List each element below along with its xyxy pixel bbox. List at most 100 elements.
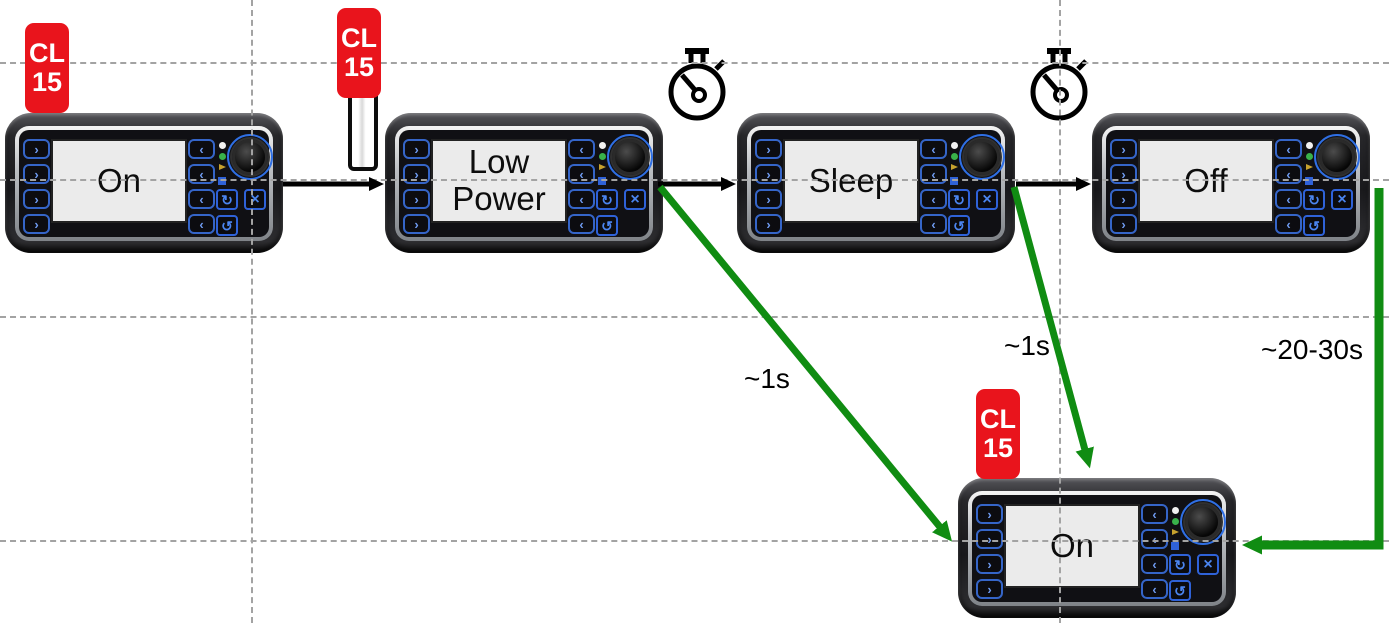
left-softkey-column: › › › ›	[976, 504, 1003, 599]
terminal-screen: Low Power	[431, 139, 567, 223]
chevron-left-softkey-icon: ‹	[188, 139, 215, 159]
amber-indicator-icon	[598, 164, 606, 170]
chevron-left-softkey-icon: ‹	[568, 214, 595, 234]
power-state-label: Low Power	[452, 143, 546, 217]
undo-key-icon: ↺	[1169, 580, 1191, 601]
left-softkey-column: › › › ›	[755, 139, 782, 234]
badge-line: 15	[343, 52, 375, 82]
badge-line: 15	[31, 67, 63, 97]
chevron-right-softkey-icon: ›	[976, 529, 1003, 549]
chevron-right-softkey-icon: ›	[976, 579, 1003, 599]
gridline-horizontal	[0, 316, 1389, 318]
chevron-left-softkey-icon: ‹	[568, 189, 595, 209]
cl15-ignition-badge: CL 15	[25, 23, 69, 113]
gridline-vertical	[251, 0, 253, 623]
undo-key-icon: ↺	[1303, 215, 1325, 236]
status-led-icon	[598, 153, 606, 160]
control-terminal: › › › › Low Power ‹ ‹ ‹ ‹ ↻ × ↺	[385, 113, 663, 253]
rotary-knob-icon	[1314, 134, 1360, 180]
chevron-right-softkey-icon: ›	[1110, 164, 1137, 184]
undo-key-icon: ↺	[216, 215, 238, 236]
chevron-right-softkey-icon: ›	[403, 139, 430, 159]
refresh-key-icon: ↻	[596, 189, 618, 210]
power-led-icon	[218, 142, 226, 149]
transition-label-low-power-to-on: ~1s	[744, 363, 790, 394]
chevron-left-softkey-icon: ‹	[920, 189, 947, 209]
chevron-right-softkey-icon: ›	[976, 504, 1003, 524]
blue-indicator-icon	[1171, 542, 1179, 550]
cl15-ignition-badge: CL 15	[337, 8, 381, 98]
amber-indicator-icon	[218, 164, 226, 170]
status-led-icon	[218, 153, 226, 160]
rotary-knob-icon	[227, 134, 273, 180]
device-state-on: › › › › On ‹ ‹ ‹ ‹ ↻ × ↺	[5, 113, 283, 253]
device-state-sleep: › › › › Sleep ‹ ‹ ‹ ‹ ↻ × ↺	[737, 113, 1015, 253]
control-terminal: › › › › Off ‹ ‹ ‹ ‹ ↻ × ↺	[1092, 113, 1370, 253]
chevron-left-softkey-icon: ‹	[1141, 554, 1168, 574]
status-led-column	[1303, 142, 1315, 185]
chevron-right-softkey-icon: ›	[23, 214, 50, 234]
rotary-knob-cap	[1185, 504, 1221, 540]
chevron-right-softkey-icon: ›	[23, 139, 50, 159]
chevron-left-softkey-icon: ‹	[1141, 504, 1168, 524]
cl15-ignition-badge: CL 15	[976, 389, 1020, 479]
control-terminal: › › › › Sleep ‹ ‹ ‹ ‹ ↻ × ↺	[737, 113, 1015, 253]
right-softkey-column: ‹ ‹ ‹ ‹	[568, 139, 595, 234]
right-softkey-column: ‹ ‹ ‹ ‹	[920, 139, 947, 234]
status-led-column	[1169, 507, 1181, 550]
rotary-knob-icon	[607, 134, 653, 180]
chevron-right-softkey-icon: ›	[403, 214, 430, 234]
terminal-screen: On	[51, 139, 187, 223]
rotary-knob-cap	[612, 139, 648, 175]
status-led-column	[948, 142, 960, 185]
chevron-left-softkey-icon: ‹	[1275, 189, 1302, 209]
chevron-left-softkey-icon: ‹	[568, 139, 595, 159]
gridline-horizontal	[0, 62, 1389, 64]
chevron-right-softkey-icon: ›	[755, 139, 782, 159]
chevron-left-softkey-icon: ‹	[188, 164, 215, 184]
refresh-key-icon: ↻	[948, 189, 970, 210]
chevron-right-softkey-icon: ›	[403, 164, 430, 184]
blue-indicator-icon	[950, 177, 958, 185]
gridline-horizontal	[0, 540, 1389, 542]
chevron-left-softkey-icon: ‹	[1275, 164, 1302, 184]
close-key-icon: ×	[976, 189, 998, 210]
power-led-icon	[950, 142, 958, 149]
chevron-right-softkey-icon: ›	[755, 164, 782, 184]
gridline-vertical	[1059, 0, 1061, 623]
chevron-right-softkey-icon: ›	[23, 189, 50, 209]
transition-label-off-to-on: ~20-30s	[1261, 334, 1363, 365]
terminal-screen: Off	[1138, 139, 1274, 223]
blue-indicator-icon	[218, 177, 226, 185]
badge-line: CL	[980, 403, 1016, 434]
power-led-icon	[1171, 507, 1179, 514]
refresh-key-icon: ↻	[1169, 554, 1191, 575]
chevron-right-softkey-icon: ›	[755, 189, 782, 209]
chevron-right-softkey-icon: ›	[23, 164, 50, 184]
transition-label-sleep-to-on: ~1s	[1004, 330, 1050, 361]
right-softkey-column: ‹ ‹ ‹ ‹	[188, 139, 215, 234]
chevron-left-softkey-icon: ‹	[568, 164, 595, 184]
amber-indicator-icon	[1305, 164, 1313, 170]
close-key-icon: ×	[1197, 554, 1219, 575]
close-key-icon: ×	[244, 189, 266, 210]
chevron-left-softkey-icon: ‹	[188, 189, 215, 209]
close-key-icon: ×	[624, 189, 646, 210]
status-led-column	[216, 142, 228, 185]
blue-indicator-icon	[598, 177, 606, 185]
status-led-icon	[1305, 153, 1313, 160]
chevron-left-softkey-icon: ‹	[188, 214, 215, 234]
chevron-right-softkey-icon: ›	[976, 554, 1003, 574]
power-led-icon	[598, 142, 606, 149]
left-softkey-column: › › › ›	[23, 139, 50, 234]
chevron-left-softkey-icon: ‹	[1141, 529, 1168, 549]
rotary-knob-cap	[1319, 139, 1355, 175]
device-state-on-resume: › › › › On ‹ ‹ ‹ ‹ ↻ × ↺	[958, 478, 1236, 618]
device-state-off: › › › › Off ‹ ‹ ‹ ‹ ↻ × ↺	[1092, 113, 1370, 253]
badge-line: CL	[29, 37, 65, 68]
rotary-knob-icon	[1180, 499, 1226, 545]
badge-line: CL	[341, 22, 377, 53]
rotary-knob-cap	[964, 139, 1000, 175]
amber-indicator-icon	[1171, 529, 1179, 535]
gridline-horizontal	[0, 179, 1389, 181]
